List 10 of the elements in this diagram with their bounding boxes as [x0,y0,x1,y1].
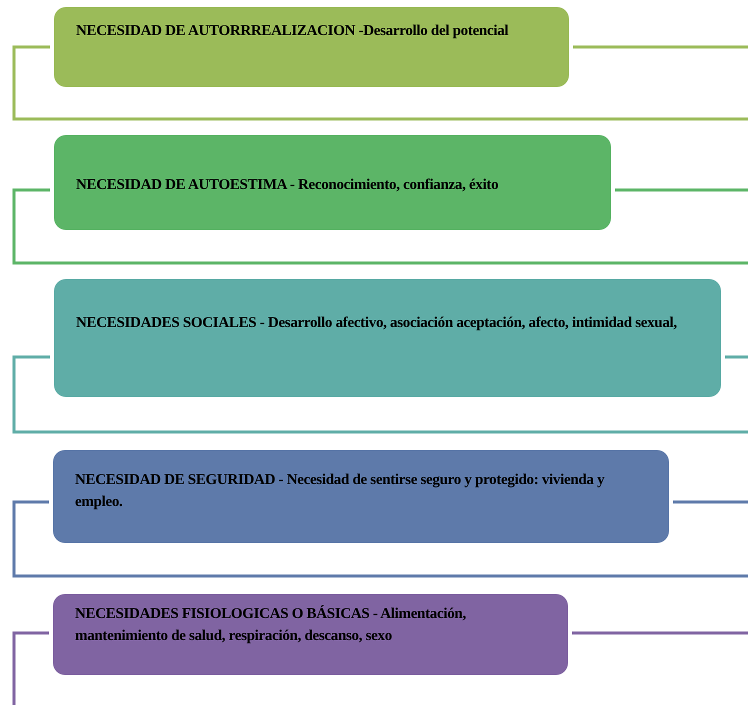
need-description: NECESIDAD DE AUTOESTIMA - Reconocimiento, confianza, éxito [76,176,500,195]
need-box [54,7,569,87]
need-description: NECESIDAD DE AUTORRREALIZACION -Desarrollo del potencial [76,22,510,41]
need-box [54,135,611,230]
need-box [53,594,568,675]
need-description: NECESIDADES SOCIALES - Desarrollo afectivo, asociación aceptación, afecto, intimidad sexual, [76,314,678,333]
need-box [54,279,721,397]
need-description: NECESIDAD DE SEGURIDAD - Necesidad de sentirse seguro y protegido: vivienda y empleo. [75,471,606,512]
need-description: NECESIDADES FISIOLOGICAS O BÁSICAS - Alimentación, mantenimiento de salud, respiración, descanso, sexo [75,604,467,646]
need-box [53,450,669,543]
